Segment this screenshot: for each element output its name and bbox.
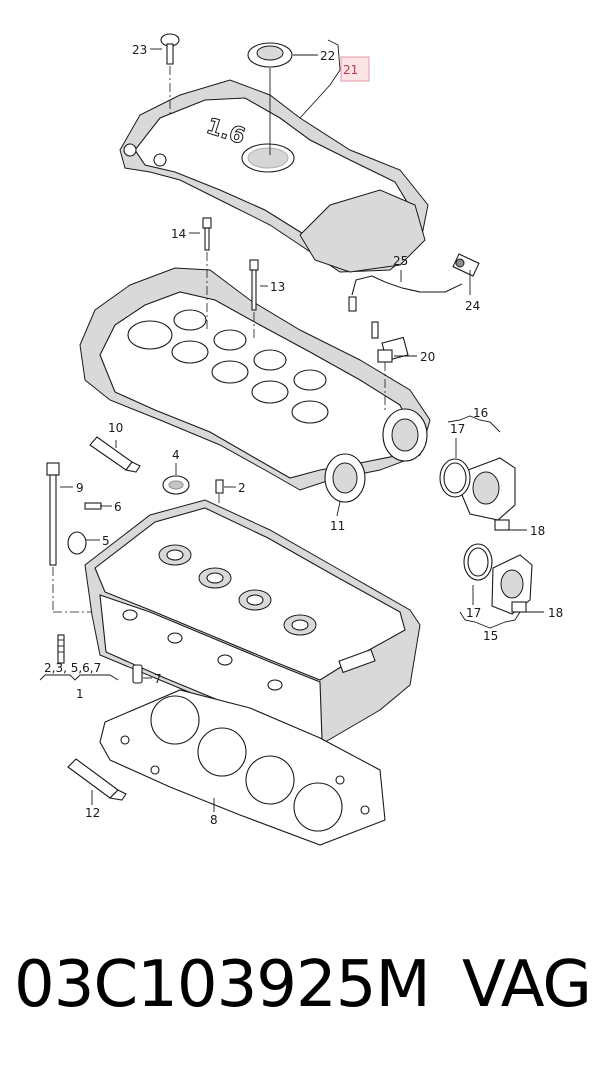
callout-1-group: 2,3, 5,6,7 — [44, 661, 101, 675]
callout-5: 5 — [102, 534, 110, 548]
bolt-18a — [494, 519, 510, 531]
plug-5 — [67, 531, 87, 555]
callout-22: 22 — [320, 49, 335, 63]
connector-24 — [452, 253, 480, 277]
bolt-18b — [511, 601, 527, 613]
callout-14: 14 — [171, 227, 186, 241]
sealant-tube-12 — [67, 758, 127, 801]
dowel-7 — [132, 664, 143, 684]
callout-21-highlight — [340, 56, 370, 82]
oil-filler-cap — [247, 42, 293, 155]
callout-1: 1 — [76, 687, 84, 701]
exploded-parts-diagram: 1.6 — [39, 33, 563, 846]
callout-8: 8 — [210, 813, 218, 827]
callout-18b: 18 — [548, 606, 563, 620]
callout-25: 25 — [393, 254, 408, 268]
oil-seal-4 — [162, 475, 190, 495]
callout-23: 23 — [132, 43, 147, 57]
callout-17a: 17 — [450, 422, 465, 436]
callout-11: 11 — [330, 519, 345, 533]
brand-name: VAG — [462, 948, 592, 1022]
dowel-pin-2 — [215, 479, 224, 494]
stud-1 — [57, 634, 65, 664]
bolt-23 — [160, 33, 180, 115]
callout-7: 7 — [154, 672, 162, 686]
callout-21[interactable]: 21 — [343, 63, 358, 77]
head-gasket — [99, 689, 386, 846]
leader-lines — [39, 39, 544, 812]
bolt-14 — [202, 217, 212, 330]
sealant-tube-10 — [89, 436, 141, 473]
callout-12: 12 — [85, 806, 100, 820]
callout-17b: 17 — [466, 606, 481, 620]
camshaft-sensor — [371, 321, 409, 410]
flange-16 — [439, 457, 516, 531]
flange-15 — [463, 543, 533, 615]
callout-10: 10 — [108, 421, 123, 435]
bolt-13 — [249, 259, 259, 340]
camshaft-housing — [79, 267, 431, 503]
vent-hose — [348, 275, 463, 312]
callout-20: 20 — [420, 350, 435, 364]
engine-cover: 1.6 — [119, 79, 429, 273]
cylinder-head — [84, 499, 421, 746]
callout-16: 16 — [473, 406, 488, 420]
callout-6: 6 — [114, 500, 122, 514]
footer: 03C103925M VAG — [0, 930, 600, 1040]
callout-15: 15 — [483, 629, 498, 643]
pin-6 — [84, 502, 102, 510]
callout-2: 2 — [238, 481, 246, 495]
callout-13: 13 — [270, 280, 285, 294]
callout-4: 4 — [172, 448, 180, 462]
callout-18a: 18 — [530, 524, 545, 538]
callout-24: 24 — [465, 299, 480, 313]
part-number: 03C103925M — [14, 948, 431, 1022]
callout-9: 9 — [76, 481, 84, 495]
